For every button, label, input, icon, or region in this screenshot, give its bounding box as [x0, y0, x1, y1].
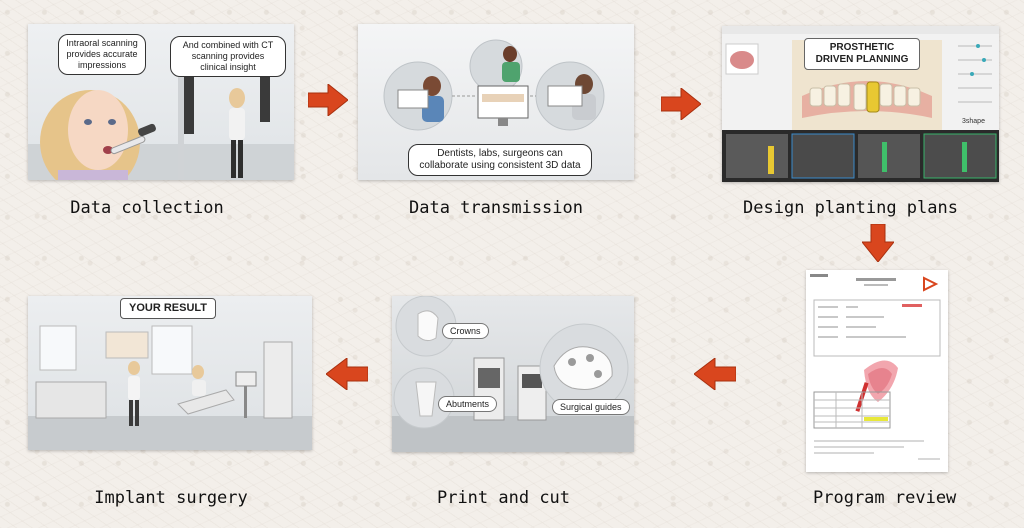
caption-implant-surgery: Implant surgery	[94, 488, 248, 508]
panel-design-planting-plans: PROSTHETIC DRIVEN PLANNING 3shape	[722, 26, 999, 182]
caption-print-and-cut: Print and cut	[436, 488, 571, 508]
panel-implant-surgery: YOUR RESULT	[28, 296, 312, 450]
panel-program-review	[806, 270, 948, 472]
arrow-left-icon	[326, 358, 368, 390]
caption-program-review: Program review	[813, 488, 957, 508]
caption-data-transmission: Data transmission	[409, 198, 583, 218]
intraoral-speech-bubble: Intraoral scanning provides accurate imp…	[58, 34, 146, 75]
ct-speech-bubble: And combined with CT scanning provides c…	[170, 36, 286, 77]
caption-data-collection: Data collection	[70, 198, 224, 218]
manufacturing-illustration	[392, 296, 634, 452]
review-document-illustration	[810, 274, 941, 460]
your-result-banner: YOUR RESULT	[120, 298, 216, 319]
clinic-room-illustration	[28, 325, 312, 450]
panel-data-collection: Intraoral scanning provides accurate imp…	[28, 24, 294, 180]
surgical-guides-label: Surgical guides	[552, 399, 630, 415]
data-transmission-illustration	[383, 39, 605, 131]
arrow-right-icon	[308, 84, 348, 116]
arrow-down-icon	[862, 224, 894, 262]
brand-logo: 3shape	[962, 118, 985, 125]
panel-print-and-cut: Crowns Abutments Surgical guides	[392, 296, 634, 452]
caption-design-planting-plans: Design planting plans	[743, 198, 958, 218]
crowns-label: Crowns	[442, 323, 489, 339]
abutments-label: Abutments	[438, 396, 498, 412]
arrow-right-icon	[661, 88, 701, 120]
collaboration-speech-bubble: Dentists, labs, surgeons can collaborate…	[408, 144, 592, 176]
data-collection-illustration	[28, 63, 294, 180]
prosthetic-planning-banner: PROSTHETIC DRIVEN PLANNING	[804, 38, 920, 70]
panel-data-transmission: Dentists, labs, surgeons can collaborate…	[358, 24, 634, 180]
arrow-left-icon	[694, 358, 736, 390]
